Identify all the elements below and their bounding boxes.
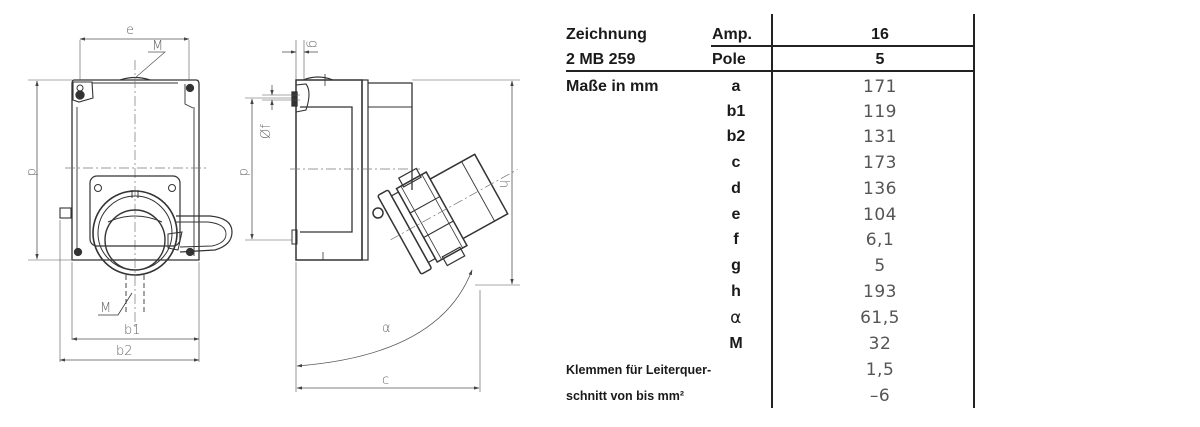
terminals-label-line1: Klemmen für Leiterquer-: [566, 363, 712, 377]
dim-label-g: g: [305, 40, 320, 48]
terminals-label-line2: schnitt von bis mm²: [566, 389, 685, 403]
dim-value: 131: [863, 127, 897, 147]
dim-value: 61,5: [860, 308, 900, 328]
dim-value: 136: [863, 179, 897, 199]
table-rule-header: [566, 70, 975, 72]
amp-value: 16: [871, 26, 889, 43]
dim-value: 5: [874, 256, 886, 276]
dim-label-e: e: [126, 23, 134, 38]
dim-symbol: c: [731, 154, 741, 171]
dim-label-m-top: M: [152, 39, 163, 54]
dim-value: 6,1: [865, 230, 895, 250]
dim-label-d-side: d: [236, 168, 251, 176]
terminals-value-to: –6: [869, 386, 891, 406]
dim-symbol: d: [731, 180, 741, 197]
technical-drawing: e M d M b1 b2: [24, 23, 520, 392]
drawing-label: Zeichnung: [566, 26, 647, 43]
dim-value: 173: [863, 153, 897, 173]
dim-symbol: M: [729, 335, 743, 352]
dim-value: 32: [868, 334, 892, 354]
side-view-dimensions: [245, 40, 520, 392]
dim-value: 171: [863, 77, 897, 97]
dim-symbol: α: [730, 308, 742, 328]
dim-symbol: b2: [726, 128, 746, 145]
dim-value: 104: [863, 205, 897, 225]
drawing-number: 2 MB 259: [566, 51, 636, 68]
table-divider-vertical: [771, 14, 773, 408]
front-view-dimensions: [28, 37, 200, 362]
dim-symbol: b1: [726, 103, 746, 120]
dim-value: 193: [863, 282, 897, 302]
dim-label-b2: b2: [116, 344, 133, 359]
amp-label: Amp.: [712, 26, 752, 43]
dim-value: 119: [863, 102, 897, 122]
dimensions-label: Maße in mm: [566, 78, 659, 95]
table-rule-amp: [711, 45, 975, 47]
side-view: [290, 74, 518, 275]
dim-symbol: h: [731, 283, 741, 300]
dim-label-d-front: d: [24, 168, 39, 176]
pole-label: Pole: [712, 51, 746, 68]
dim-symbol: f: [733, 231, 739, 248]
terminals-value-from: 1,5: [865, 360, 895, 380]
dim-label-alpha: α: [382, 321, 391, 336]
dim-symbol: e: [731, 206, 741, 223]
dim-label-h: h: [496, 180, 511, 188]
front-view: [59, 60, 233, 330]
dim-label-c: c: [382, 373, 389, 388]
dim-label-m-bottom: M: [100, 301, 111, 316]
dim-symbol: a: [731, 78, 741, 95]
dim-symbol: g: [731, 257, 741, 274]
dim-label-b1: b1: [124, 323, 141, 338]
dim-label-f: Øf: [259, 124, 274, 139]
pole-value: 5: [875, 51, 885, 68]
table-border-right: [973, 14, 975, 408]
